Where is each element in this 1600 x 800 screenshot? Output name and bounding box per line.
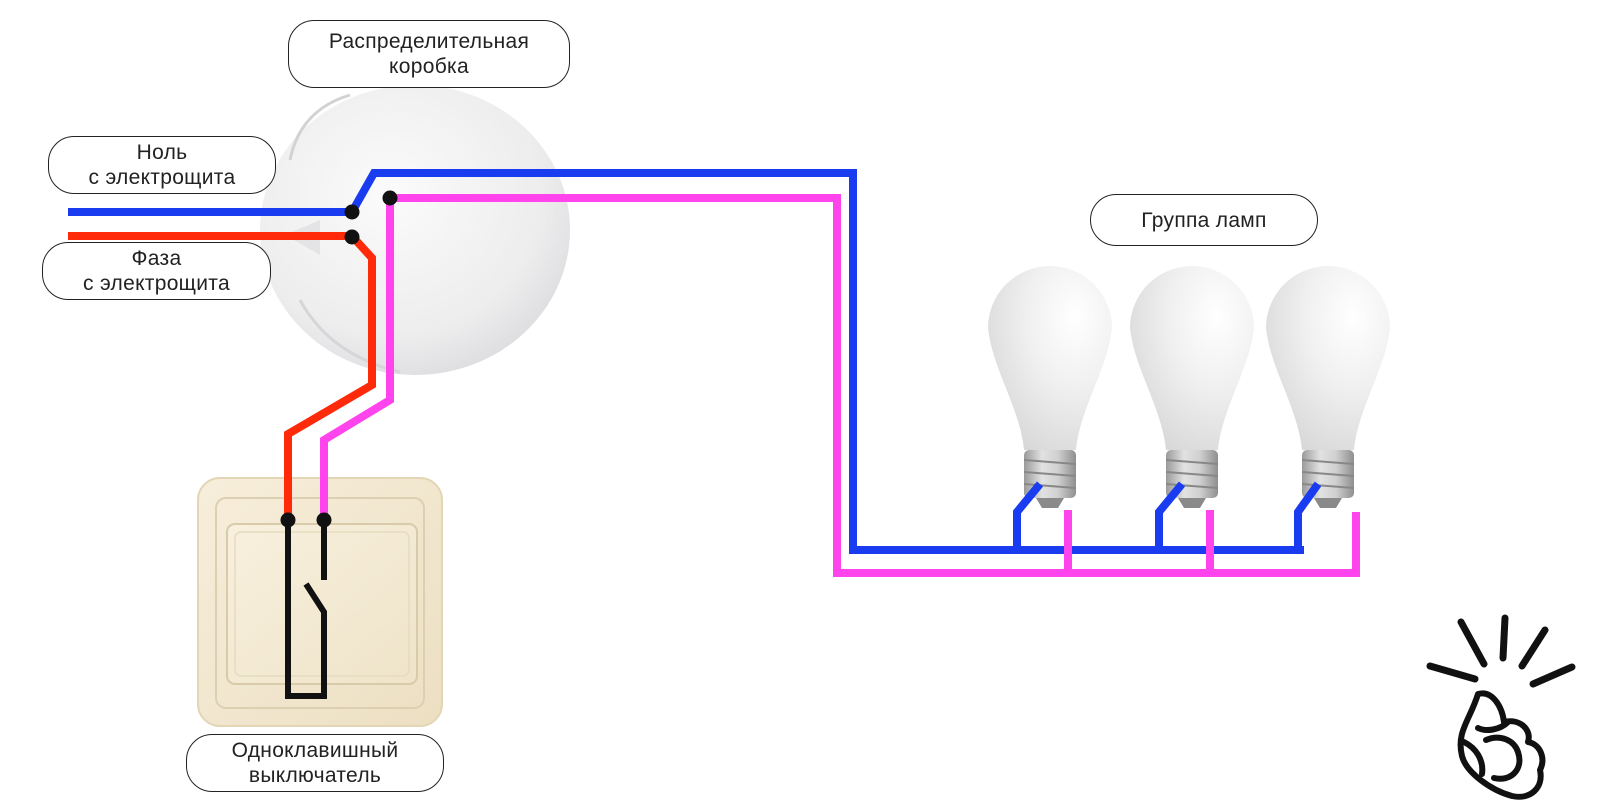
neutral-label: Ноль с электрощита [48, 136, 276, 194]
switch-label-line2: выключатель [248, 764, 382, 787]
thumbs-up-icon [1426, 614, 1576, 800]
light-bulb-icon [988, 266, 1112, 508]
phase-wire [68, 232, 376, 520]
lamp-group-label: Группа ламп [1090, 194, 1318, 246]
connection-dots [280, 190, 398, 528]
lamp-group-label-line1: Группа ламп [1141, 208, 1267, 232]
neutral-lamp-3-lead [1294, 481, 1322, 550]
junction-box [260, 85, 570, 375]
phase-label-line1: Фаза [131, 247, 182, 270]
switched-phase-wire [320, 194, 1360, 577]
neutral-label-line2: с электрощита [88, 166, 236, 189]
light-bulb-icon [1266, 266, 1390, 508]
switch-label-line1: Одноклавишный [231, 739, 399, 762]
junction-box-label-line1: Распределительная [328, 30, 530, 53]
neutral-lamp-2-lead [1155, 481, 1186, 550]
switch-label: Одноклавишный выключатель [186, 734, 444, 792]
neutral-label-line1: Ноль [136, 141, 188, 164]
switch-contact [285, 520, 327, 699]
junction-box-label: Распределительная коробка [288, 20, 570, 88]
neutral-lamp-1-lead [1013, 481, 1044, 550]
junction-box-label-line2: коробка [389, 55, 469, 78]
phase-label-line2: с электрощита [83, 272, 230, 295]
phase-label: Фаза с электрощита [42, 242, 271, 300]
neutral-wire [68, 169, 1304, 554]
light-bulb-icon [1130, 266, 1254, 508]
